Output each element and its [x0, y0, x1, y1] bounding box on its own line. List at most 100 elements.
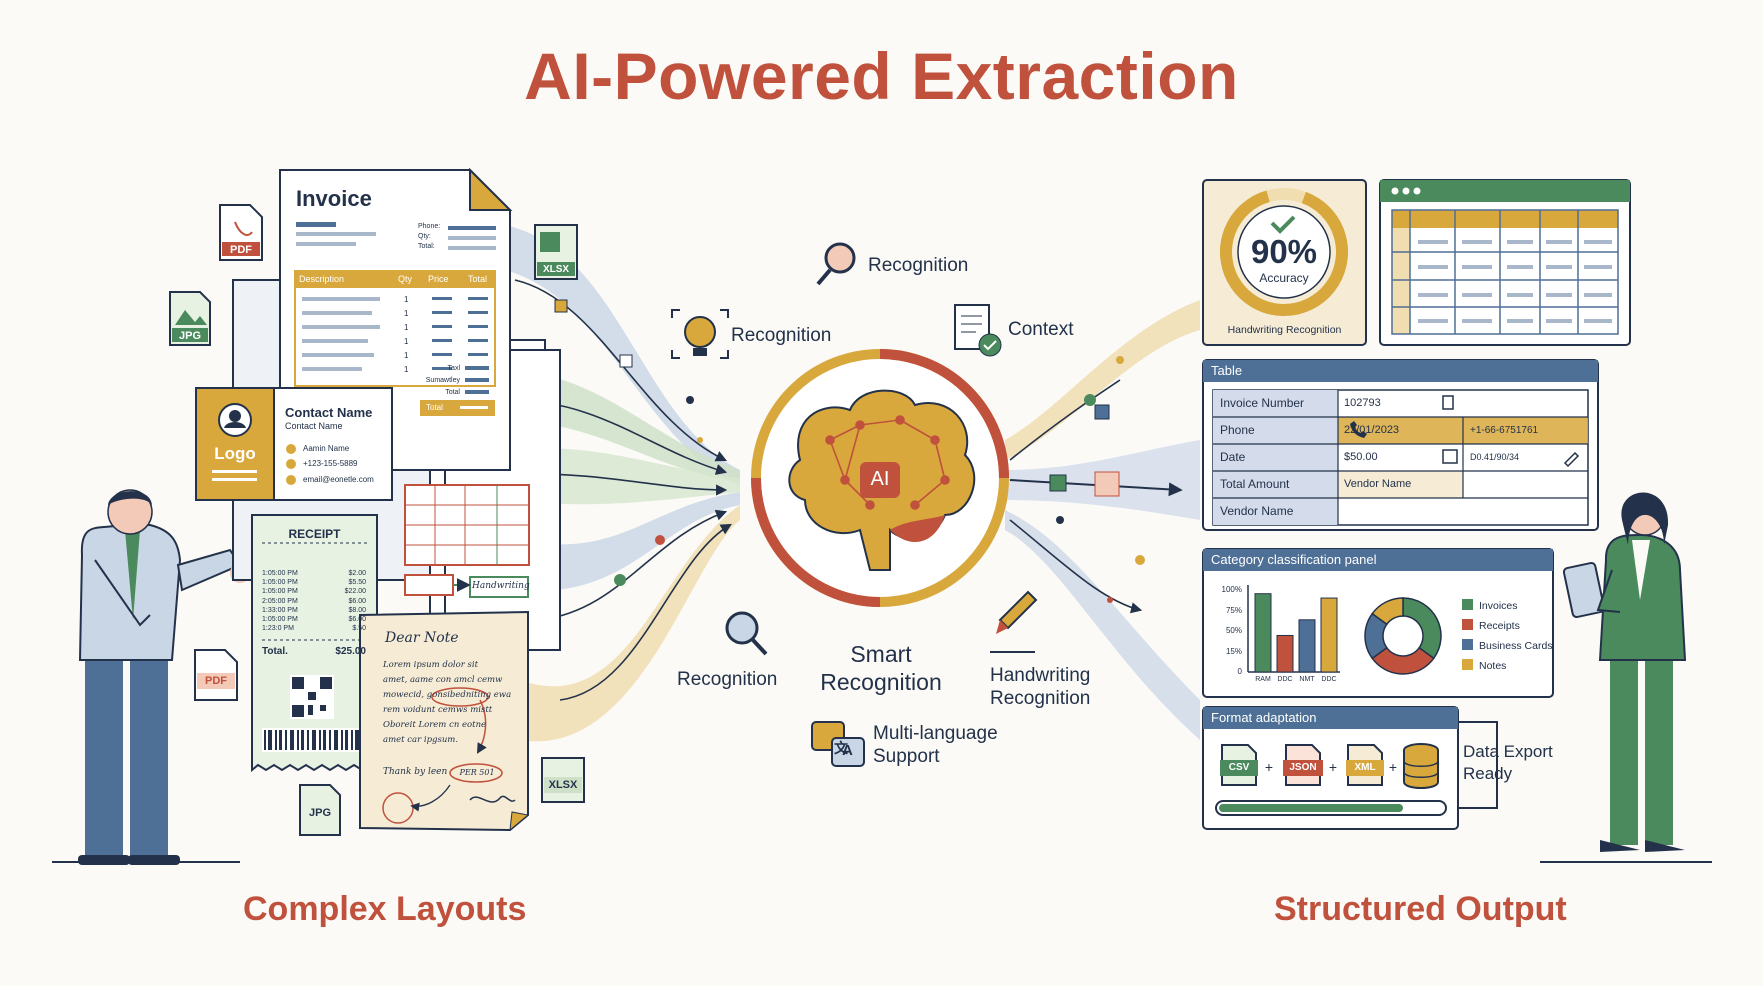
jpg-file-icon — [169, 291, 211, 346]
label-multi-language: Multi-language Support — [873, 723, 998, 767]
xml-label: XML — [1354, 762, 1376, 773]
legend-swatch — [1462, 639, 1473, 650]
accuracy-value: 90% — [1250, 233, 1318, 270]
bar-label-2: NMT — [1299, 676, 1315, 683]
legend-item: Business Cards — [1462, 636, 1553, 656]
table-labels: Invoice Number Phone Date Total Amount V… — [1220, 396, 1305, 518]
plus-sign: + — [1388, 759, 1398, 775]
left-footer: Complex Layouts — [243, 890, 527, 928]
card-person: Aamin Name — [303, 444, 350, 453]
invoice-total-label: Total — [426, 403, 443, 412]
bar-label-1: DDC — [1277, 676, 1293, 683]
label-context: Context — [1008, 319, 1074, 340]
label-smart-recognition: Smart Recognition — [820, 641, 942, 695]
card-logo-label: Logo — [214, 444, 256, 463]
database-icon — [1403, 743, 1439, 789]
category-y-ticks: 100% 75% 50% 15% 0 — [1221, 585, 1242, 676]
pdf-file-icon — [219, 204, 263, 261]
label-recognition-top: Recognition — [868, 255, 969, 276]
presenter-man — [78, 489, 250, 865]
accuracy-caption: Handwriting Recognition — [1227, 324, 1342, 336]
pencil-icon — [990, 590, 1038, 653]
donut-chart — [1364, 597, 1442, 675]
format-panel-frame — [1202, 706, 1498, 830]
translate-glyph-a: A — [842, 742, 853, 759]
jpg-badge-label: JPG — [178, 330, 201, 342]
donut-slice-0 — [1402, 597, 1442, 660]
right-footer: Structured Output — [1274, 890, 1567, 928]
card-phone: +123-155-5889 — [303, 459, 358, 468]
translate-icon — [811, 721, 865, 767]
table-extra-date: D0.41/90/34 — [1470, 452, 1520, 462]
page-title: AI-Powered Extraction — [524, 39, 1239, 113]
plus-sign: + — [1328, 759, 1338, 775]
spreadsheet-panel — [1379, 179, 1631, 346]
xlsx-file-icon-2 — [541, 757, 585, 803]
note-body: Lorem ipsum dolor sit amet, aame con amc… — [383, 660, 512, 745]
magnifier-icon — [816, 242, 856, 286]
lightbulb-brain-icon — [671, 309, 729, 359]
invoice-col-price: Price — [428, 274, 449, 284]
xlsx-file-icon — [534, 224, 578, 280]
presenter-woman — [1562, 492, 1687, 852]
handwriting-tag: Handwriting — [472, 581, 530, 591]
jpg-badge-label-2: JPG — [308, 807, 331, 819]
note-heading: Dear Note — [385, 630, 459, 646]
card-contact-name: Contact Name — [285, 405, 373, 420]
json-label: JSON — [1289, 762, 1317, 773]
export-progress-fill — [1219, 804, 1403, 812]
bar-0 — [1254, 593, 1272, 673]
invoice-col-total: Total — [468, 274, 488, 284]
card-contact-subtitle: Contact Name — [285, 421, 343, 431]
invoice-meta: Phone: Qty: Total: — [418, 223, 441, 250]
bar-chart — [1254, 593, 1338, 673]
table-values: 102793 22/01/2023 $50.00 Vendor Name — [1344, 397, 1412, 490]
donut-slice-3 — [1371, 597, 1404, 626]
ai-label: AI — [870, 468, 890, 490]
xlsx-badge-label-2: XLSX — [548, 779, 578, 791]
label-recognition-bottom: Recognition — [677, 669, 778, 690]
card-email: email@eonetle.com — [303, 475, 374, 484]
handwritten-note — [359, 610, 530, 832]
xml-file-icon — [1346, 744, 1384, 786]
table-panel-frame — [1202, 359, 1599, 531]
pdf-badge-label-2: PDF — [205, 675, 227, 687]
label-handwriting-recognition: Handwriting Recognition — [990, 665, 1091, 709]
note-stamp: PER 501 — [459, 768, 495, 777]
invoice-summary: Taxl Sumawtley Total — [425, 365, 460, 396]
pdf-badge-label: PDF — [230, 244, 252, 256]
legend-swatch — [1462, 619, 1473, 630]
invoice-col-description: Description — [299, 274, 345, 284]
legend-item: Invoices — [1462, 596, 1553, 616]
legend-swatch — [1462, 659, 1473, 670]
invoice-qty-values: 1 1 1 1 1 1 — [404, 295, 409, 374]
receipt-total: Total.$25.00 — [262, 646, 366, 657]
category-panel-title: Category classification panel — [1211, 552, 1377, 567]
receipt-document — [251, 514, 378, 773]
plus-sign: + — [1264, 759, 1274, 775]
receipt-row: 1:05:00 PM$6.00 — [262, 616, 366, 624]
bar-2 — [1298, 619, 1316, 673]
accuracy-label: Accuracy — [1259, 271, 1309, 285]
invoice-heading: Invoice — [296, 186, 372, 211]
receipt-row: 2:05:00 PM$6.00 — [262, 597, 366, 605]
receipt-row: 1:05:00 PM$22.00 — [262, 588, 366, 596]
business-card — [195, 387, 393, 501]
json-file-icon — [1283, 744, 1323, 786]
label-recognition-left: Recognition — [731, 325, 832, 346]
table-extra-phone: +1-66-6751761 — [1470, 425, 1539, 436]
invoice-col-qty: Qty — [398, 274, 413, 284]
receipt-heading: RECEIPT — [288, 527, 341, 541]
legend-swatch — [1462, 599, 1473, 610]
layout-table-diagram — [404, 484, 530, 598]
accuracy-panel — [1202, 179, 1367, 346]
note-signoff: Thank by leen — [383, 767, 448, 777]
format-panel-title: Format adaptation — [1211, 710, 1317, 725]
bar-label-0: RAM — [1255, 676, 1271, 683]
legend-item: Receipts — [1462, 616, 1553, 636]
receipt-row: 1:05:00 PM$2.00 — [262, 570, 366, 577]
jpg-file-icon-2 — [299, 784, 341, 836]
ai-core — [751, 349, 1009, 607]
